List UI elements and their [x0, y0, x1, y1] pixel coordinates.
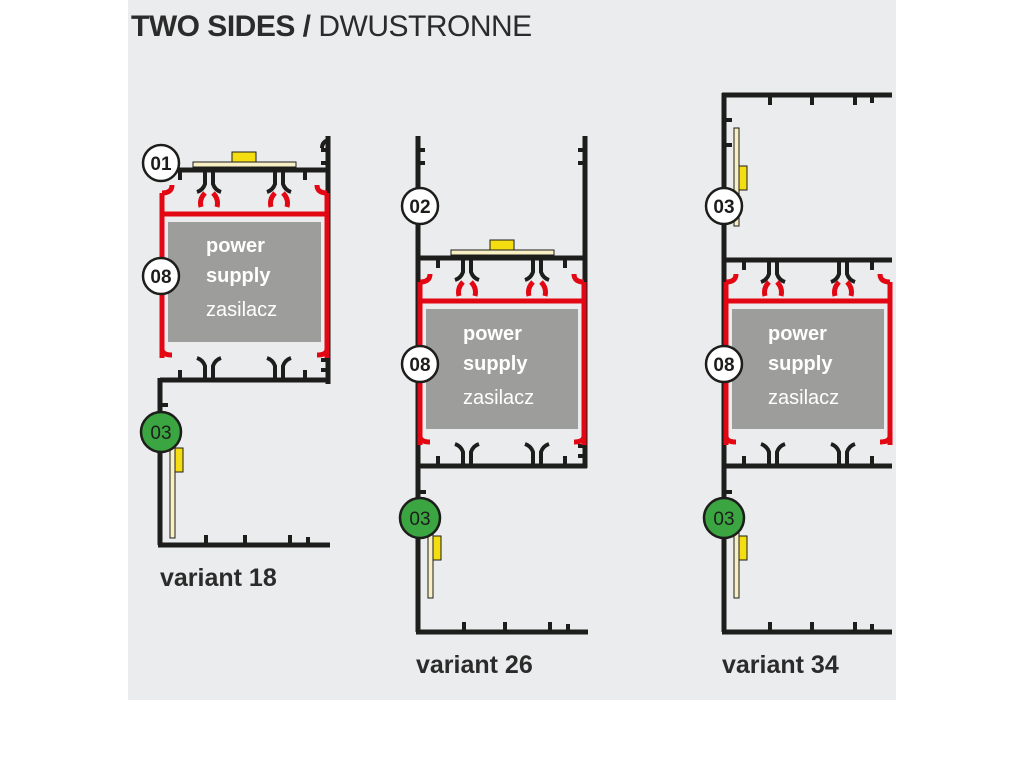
v18-badge-side-label: 03: [150, 423, 171, 444]
variant-18-profile: [157, 136, 331, 548]
v26-badge-side: 03: [398, 496, 442, 540]
v18-power-text-1: power: [206, 235, 265, 257]
v26-badge-power: 08: [400, 344, 440, 384]
v18-badge-top-label: 01: [150, 154, 172, 175]
v34-badge-top: 03: [704, 186, 744, 226]
v18-power-text-3: zasilacz: [206, 299, 277, 321]
v34-badge-power-label: 08: [713, 355, 734, 376]
v34-power-text-3: zasilacz: [768, 387, 839, 409]
v26-badge-side-label: 03: [409, 509, 430, 530]
v18-badge-side: 03: [139, 410, 183, 454]
variant-26-profile: [415, 136, 588, 635]
v26-power-text-2: supply: [463, 353, 528, 375]
v26-badge-top-label: 02: [409, 197, 430, 218]
v34-power-text-2: supply: [768, 353, 833, 375]
page-title: TWO SIDES / DWUSTRONNE: [131, 10, 532, 44]
v18-badge-top: 01: [141, 143, 181, 183]
variant-34-label: variant 34: [722, 651, 839, 679]
v34-badge-power: 08: [704, 344, 744, 384]
title-bold: TWO SIDES /: [131, 10, 311, 43]
v26-power-text-1: power: [463, 323, 522, 345]
variant-18-label: variant 18: [160, 564, 277, 592]
title-light: DWUSTRONNE: [310, 10, 532, 43]
v34-badge-side-label: 03: [713, 509, 734, 530]
variant-26-label: variant 26: [416, 651, 533, 679]
v18-power-text-2: supply: [206, 265, 271, 287]
v34-power-text-1: power: [768, 323, 827, 345]
v26-power-text-3: zasilacz: [463, 387, 534, 409]
v34-badge-side: 03: [702, 496, 746, 540]
v26-badge-top: 02: [400, 186, 440, 226]
v26-badge-power-label: 08: [409, 355, 430, 376]
v18-badge-power-label: 08: [150, 267, 171, 288]
v18-badge-power: 08: [141, 256, 181, 296]
v34-badge-top-label: 03: [713, 197, 734, 218]
